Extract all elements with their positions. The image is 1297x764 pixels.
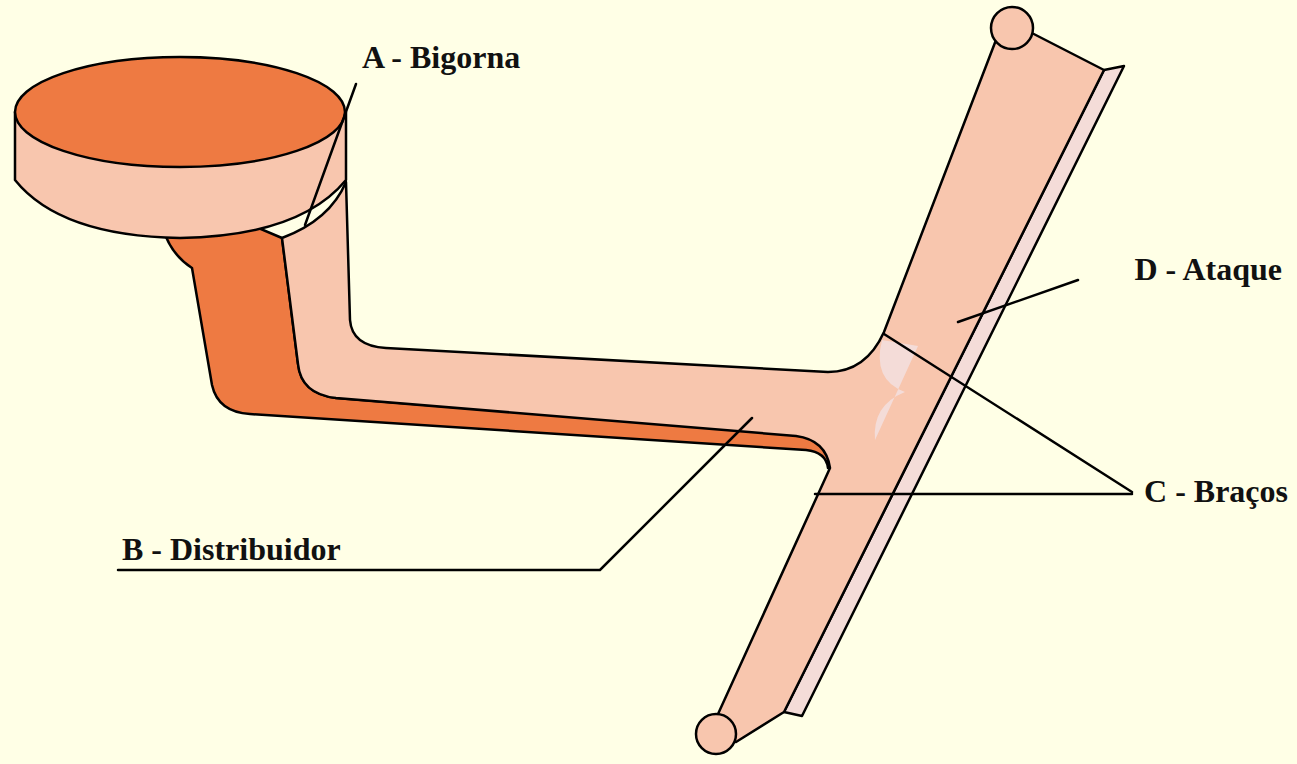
part-label: C - Braços (1144, 474, 1288, 509)
leader-line (958, 280, 1078, 322)
junction-fillet (875, 340, 918, 440)
part-label: B - Distribuidor (122, 532, 341, 567)
arm-end-curl (696, 714, 736, 754)
leader-line (815, 493, 1132, 496)
leader-line (305, 84, 356, 225)
arm-end-curl (991, 7, 1033, 49)
sprue-base-top (15, 57, 345, 167)
leader-line (118, 418, 752, 570)
leader-line (884, 334, 1132, 492)
part-label: D - Ataque (1134, 252, 1282, 287)
part-label: A - Bigorna (362, 40, 520, 75)
runner-top (282, 30, 1104, 742)
